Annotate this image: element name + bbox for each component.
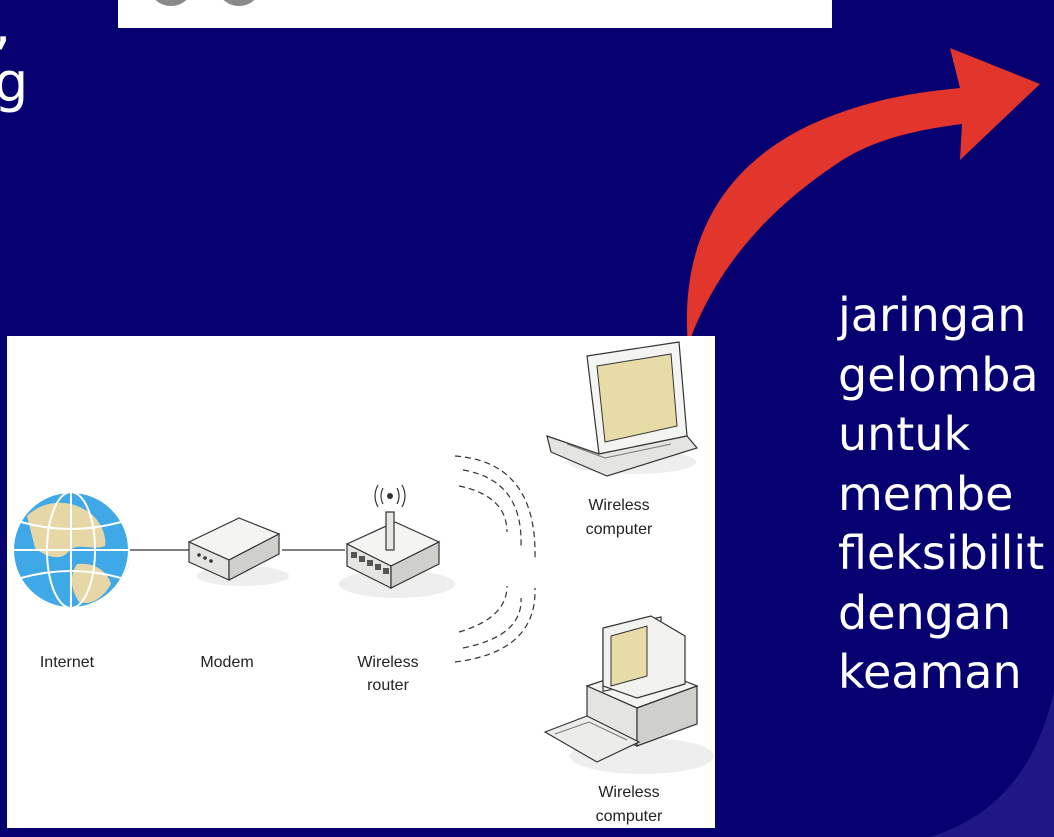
body-text-line: jaringan xyxy=(838,288,1027,342)
top-image-crop xyxy=(118,0,832,28)
globe-icon xyxy=(12,491,130,609)
network-diagram-svg: Internet Modem Wireless router Wireless … xyxy=(12,341,714,825)
modem-label: Modem xyxy=(200,654,253,671)
corner-decoration-shape xyxy=(930,690,1054,837)
body-text-line: membe xyxy=(838,466,1014,521)
wireless-router-icon xyxy=(339,484,455,598)
body-text: jaringan gelomba untuk membe fleksibilit… xyxy=(838,286,1054,703)
wireless-network-diagram: Internet Modem Wireless router Wireless … xyxy=(7,336,715,828)
laptop-label-line1: Wireless xyxy=(588,497,649,514)
cut-off-text-fragment: g xyxy=(0,51,29,114)
body-text-line: keaman xyxy=(838,645,1022,699)
desktop-computer-icon xyxy=(543,615,714,774)
internet-label: Internet xyxy=(40,654,95,671)
red-curved-arrow xyxy=(686,48,1040,345)
laptop-label-line2: computer xyxy=(586,521,653,538)
body-text-line: gelomba xyxy=(838,347,1039,402)
cut-off-text-fragment: , xyxy=(0,0,28,54)
body-text-line: dengan xyxy=(838,585,1012,640)
body-text-line: fleksibilit xyxy=(838,526,1045,580)
desktop-label-line2: computer xyxy=(596,808,663,825)
modem-icon xyxy=(187,517,289,586)
wireless-router-label-line2: router xyxy=(367,677,409,694)
wireless-router-label-line1: Wireless xyxy=(357,654,418,671)
cut-off-text-line: ,g xyxy=(0,0,28,112)
gray-circle-shape xyxy=(148,0,194,6)
gray-circle-shape xyxy=(216,0,262,6)
cut-off-text: ,g xyxy=(0,0,28,112)
body-text-line: untuk xyxy=(838,407,971,461)
laptop-icon xyxy=(546,341,699,477)
wireless-signal-waves-icon xyxy=(454,455,536,663)
desktop-label-line1: Wireless xyxy=(598,784,659,801)
